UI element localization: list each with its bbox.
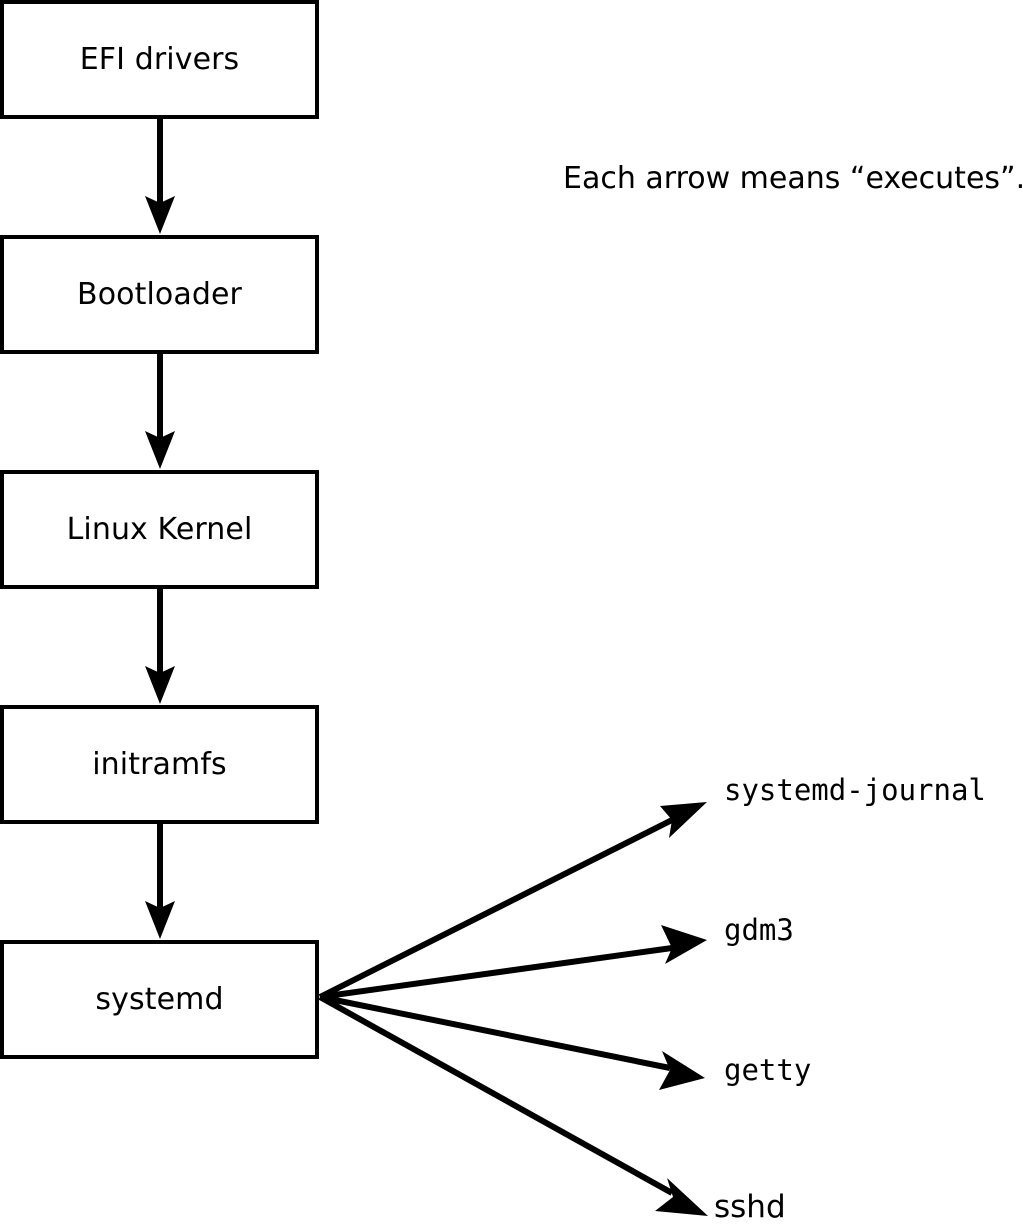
leaf-label-sshd: sshd [714,1189,786,1225]
node-box-systemd[interactable]: systemd [0,940,319,1059]
node-label-bootloader: Bootloader [77,276,242,312]
arrow-systemd-to-sshd [318,994,708,1216]
arrow-kernel-to-initramfs [145,589,175,704]
node-label-systemd: systemd [95,981,224,1017]
leaf-label-getty: getty [724,1053,812,1087]
leaf-label-systemd-journal: systemd-journal [724,773,986,807]
node-box-bootloader[interactable]: Bootloader [0,235,319,354]
node-label-efi-drivers: EFI drivers [79,41,240,77]
node-label-initramfs: initramfs [92,746,227,782]
arrow-systemd-to-getty [319,994,705,1090]
node-label-linux-kernel: Linux Kernel [66,511,253,547]
node-box-linux-kernel[interactable]: Linux Kernel [0,470,319,589]
arrow-bootloader-to-kernel [145,354,175,469]
node-box-initramfs[interactable]: initramfs [0,705,319,824]
leaf-label-gdm3: gdm3 [724,913,794,947]
arrow-efi-to-bootloader [145,119,175,234]
arrow-systemd-to-systemd-journal [318,802,707,1000]
diagram-caption: Each arrow means “executes”. [563,161,1023,196]
node-box-efi-drivers[interactable]: EFI drivers [0,0,319,119]
arrow-systemd-to-gdm3 [319,925,707,1000]
arrow-initramfs-to-systemd [145,824,175,939]
